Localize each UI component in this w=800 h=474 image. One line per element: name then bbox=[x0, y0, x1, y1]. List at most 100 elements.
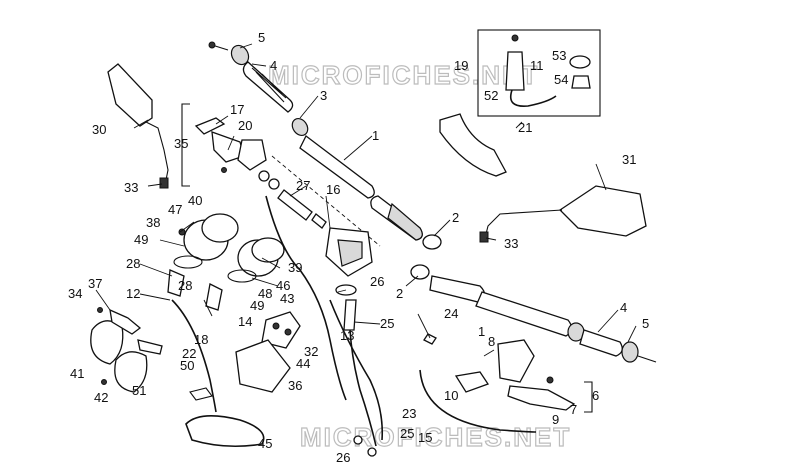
left-mirror bbox=[107, 63, 169, 189]
right-mirror-head bbox=[558, 185, 647, 237]
gauge-rubber-a bbox=[173, 255, 203, 269]
wiring-harness-45 bbox=[185, 415, 265, 448]
callout-19: 19 bbox=[454, 58, 468, 73]
callout-48: 48 bbox=[258, 286, 272, 301]
leader-lines bbox=[95, 43, 637, 357]
callout-14: 14 bbox=[238, 314, 252, 329]
brake-lever-bracket bbox=[497, 339, 535, 383]
callout-24: 24 bbox=[444, 306, 458, 321]
gauge-bracket-b bbox=[205, 283, 223, 311]
headlight-nut bbox=[97, 307, 103, 313]
callout-7: 7 bbox=[570, 402, 577, 417]
callout-50: 50 bbox=[180, 358, 194, 373]
callout-42: 42 bbox=[94, 390, 108, 405]
callout-41: 41 bbox=[70, 366, 84, 381]
switch-pin-b bbox=[284, 328, 292, 336]
callout-28-mid: 28 bbox=[178, 278, 192, 293]
watermark-bottom: MICROFICHES.NET bbox=[300, 422, 571, 452]
switch-body bbox=[261, 311, 301, 349]
banjo-washer-b bbox=[268, 178, 280, 190]
callout-26-bottom: 26 bbox=[336, 450, 350, 465]
callout-23: 23 bbox=[402, 406, 416, 421]
cable-39 bbox=[265, 195, 347, 401]
headlight-bracket-a bbox=[109, 308, 142, 335]
callout-49-top: 49 bbox=[134, 232, 148, 247]
callout-5-right: 5 bbox=[642, 316, 649, 331]
callout-40: 40 bbox=[188, 193, 202, 208]
ignition-cover-36 bbox=[235, 339, 291, 393]
right-handlebar-tube bbox=[475, 291, 573, 337]
callout-44: 44 bbox=[296, 356, 310, 371]
callout-28-left: 28 bbox=[126, 256, 140, 271]
throttle-screw bbox=[511, 34, 519, 42]
left-lever-assembly bbox=[181, 103, 267, 187]
callout-13: 13 bbox=[340, 328, 354, 343]
callout-31: 31 bbox=[622, 152, 636, 167]
watermark-top: MICROFICHES.NET bbox=[268, 60, 539, 90]
washer-26b bbox=[353, 435, 363, 445]
lever-screw bbox=[221, 167, 227, 173]
callout-39: 39 bbox=[288, 260, 302, 275]
cable-23 bbox=[329, 299, 384, 441]
callout-9: 9 bbox=[552, 412, 559, 427]
switch-housing-left bbox=[237, 139, 267, 171]
callout-25-mid: 25 bbox=[380, 316, 394, 331]
left-mirror-stem bbox=[145, 121, 169, 181]
callout-30: 30 bbox=[92, 122, 106, 137]
left-handlebar-group bbox=[208, 41, 442, 250]
callout-22: 22 bbox=[182, 346, 196, 361]
gauge-bracket-a bbox=[167, 269, 185, 297]
callout-2-right: 2 bbox=[396, 286, 403, 301]
clutch-lever bbox=[194, 117, 226, 135]
left-tube-end-shade bbox=[387, 202, 423, 241]
cable-end-10 bbox=[454, 371, 489, 393]
right-mirror-stem bbox=[485, 209, 563, 235]
callout-labels: 5 4 3 1 2 30 33 17 20 35 27 16 40 47 38 … bbox=[68, 30, 649, 465]
callout-27: 27 bbox=[296, 178, 310, 193]
callout-32: 32 bbox=[304, 344, 318, 359]
callout-8: 8 bbox=[488, 334, 495, 349]
headlight-right bbox=[114, 351, 148, 393]
callout-3: 3 bbox=[320, 88, 327, 103]
callout-53: 53 bbox=[552, 48, 566, 63]
banjo-washer-a bbox=[258, 170, 270, 182]
clip-24 bbox=[423, 333, 437, 345]
callout-51: 51 bbox=[132, 383, 146, 398]
cables-group bbox=[171, 195, 384, 448]
reservoir-cap bbox=[337, 239, 363, 267]
callout-45: 45 bbox=[258, 436, 272, 451]
left-grip bbox=[242, 61, 294, 113]
headlight-left bbox=[90, 320, 124, 365]
callout-35: 35 bbox=[174, 136, 188, 151]
cable-adjuster bbox=[343, 299, 357, 331]
right-handlebar-group bbox=[410, 264, 657, 363]
callout-17: 17 bbox=[230, 102, 244, 117]
left-handlebar-tube bbox=[299, 135, 375, 199]
master-cylinder-group bbox=[258, 155, 381, 277]
left-mirror-nut bbox=[159, 177, 169, 189]
callout-52: 52 bbox=[484, 88, 498, 103]
headlight-bracket-b bbox=[137, 339, 163, 355]
left-sleeve bbox=[291, 118, 309, 136]
callout-12: 12 bbox=[126, 286, 140, 301]
callout-20: 20 bbox=[238, 118, 252, 133]
callout-5: 5 bbox=[258, 30, 265, 45]
gauge-bulb bbox=[178, 228, 186, 236]
callout-21: 21 bbox=[518, 120, 532, 135]
callout-49-mid: 49 bbox=[250, 298, 264, 313]
callout-4-right: 4 bbox=[620, 300, 627, 315]
callout-34: 34 bbox=[68, 286, 82, 301]
left-mirror-head bbox=[107, 63, 153, 127]
callout-18: 18 bbox=[194, 332, 208, 347]
inset-box bbox=[477, 29, 601, 117]
master-cylinder-body bbox=[277, 189, 313, 221]
bar-end-weight-right bbox=[621, 341, 639, 363]
cable-14 bbox=[171, 299, 217, 413]
dash-line-1 bbox=[271, 155, 381, 247]
callout-25-bottom: 25 bbox=[400, 426, 414, 441]
callout-38: 38 bbox=[146, 215, 160, 230]
callout-16: 16 bbox=[326, 182, 340, 197]
callout-10: 10 bbox=[444, 388, 458, 403]
right-mirror bbox=[479, 185, 647, 243]
